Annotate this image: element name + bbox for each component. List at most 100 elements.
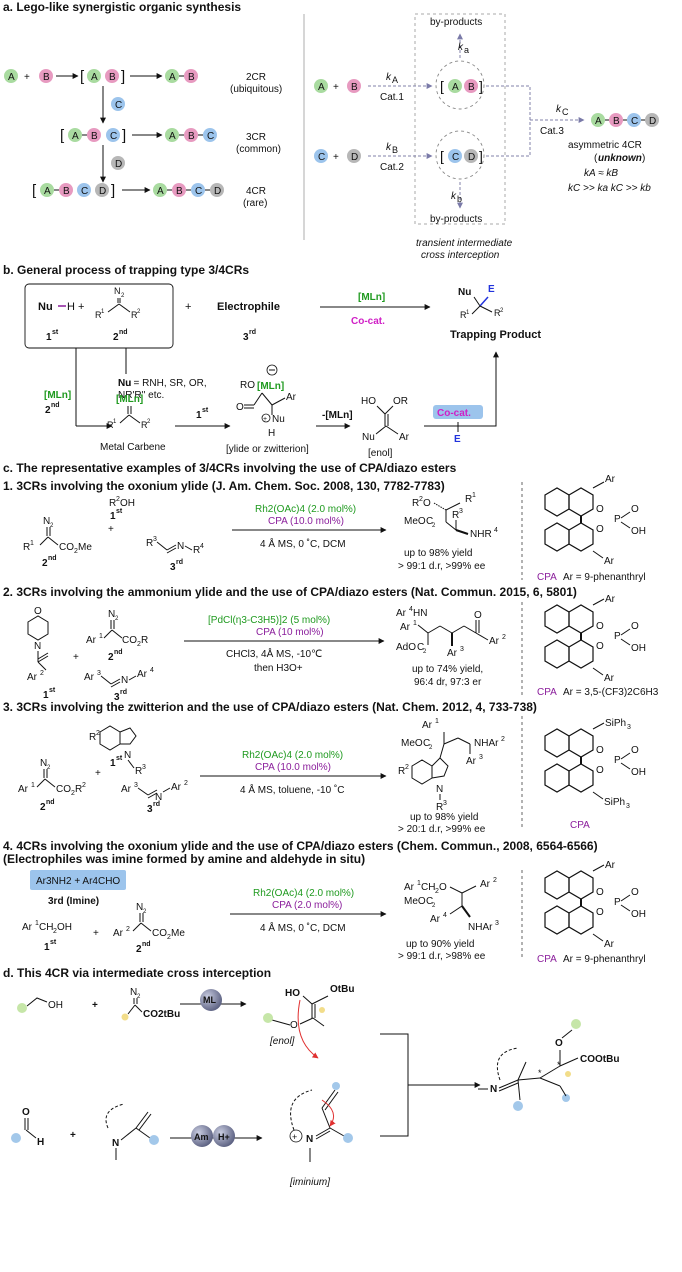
svg-text:R: R (141, 635, 148, 646)
svg-text:O: O (439, 882, 447, 893)
svg-text:A: A (452, 82, 459, 93)
svg-text:D: D (351, 152, 358, 163)
electrophile-label: Electrophile (217, 301, 280, 313)
trapping-product-label: Trapping Product (450, 329, 541, 341)
svg-text:R: R (193, 545, 200, 556)
svg-text:2: 2 (74, 548, 78, 555)
svg-text:O: O (596, 504, 604, 515)
svg-text:O: O (474, 610, 482, 621)
svg-text:O: O (423, 498, 431, 509)
svg-text:C: C (417, 642, 424, 653)
svg-text:N: N (112, 1138, 119, 1149)
ex2-catalyst: [PdCl(η3-C3H5)]2 (5 mol%) (208, 615, 330, 626)
svg-text:C: C (115, 100, 122, 111)
svg-text:3: 3 (114, 692, 120, 703)
ex1-selectivity: > 99:1 d.r, >99% ee (398, 561, 486, 572)
svg-text:+: + (92, 1000, 98, 1011)
bead-a-label: A (8, 72, 15, 83)
ex3-title: 3. 3CRs involving the zwitterion and the… (3, 700, 537, 714)
svg-text:R: R (107, 420, 114, 430)
svg-text:2: 2 (50, 523, 54, 529)
ex4-catalyst: Rh2(OAc)4 (2.0 mol%) (253, 888, 354, 899)
svg-text:[: [ (80, 68, 85, 85)
svg-text:Ar: Ar (113, 928, 124, 939)
svg-text:+: + (70, 1130, 76, 1141)
svg-text:R: R (141, 420, 148, 430)
svg-text:Ar: Ar (604, 939, 615, 950)
label-3cr-sub: (common) (236, 144, 281, 155)
svg-text:P: P (614, 631, 621, 642)
cpa1-ar: Ar = 9-phenanthryl (563, 572, 646, 583)
svg-text:N: N (40, 758, 47, 769)
svg-text:O: O (34, 606, 42, 617)
svg-text:B: B (176, 186, 183, 197)
svg-text:N: N (177, 541, 184, 552)
nu-label: Nu (38, 301, 53, 313)
svg-text:CO: CO (59, 542, 74, 553)
lego-left-panel: A + B [ A B ] A B 2CR (ubiquitous) C [ A… (4, 68, 282, 209)
section-d-title: d. This 4CR via intermediate cross inter… (3, 966, 271, 980)
nu-definition-1: Nu = RNH, SR, OR, (118, 378, 207, 389)
svg-text:A: A (318, 82, 325, 93)
svg-text:st: st (116, 508, 123, 515)
enol-label: [enol] (368, 448, 393, 459)
svg-text:RO: RO (240, 380, 255, 391)
caption-2: cross interception (421, 250, 500, 261)
svg-text:2: 2 (108, 652, 114, 663)
svg-text:O: O (596, 641, 604, 652)
svg-text:nd: nd (114, 649, 123, 656)
svg-text:Nu: Nu (118, 378, 131, 389)
svg-text:B: B (188, 131, 195, 142)
lego-right-panel: by-products by-products [ A B ] k a A A … (314, 13, 659, 261)
svg-text:nd: nd (51, 402, 60, 409)
svg-text:2: 2 (40, 670, 44, 677)
bead-a (4, 69, 18, 83)
asym-4cr-label: asymmetric 4CR (568, 140, 642, 151)
svg-text:A: A (392, 75, 398, 85)
cat3-label: Cat.3 (540, 126, 564, 137)
svg-text:Ar: Ar (604, 556, 615, 567)
hplus-ball-label: H+ (218, 1132, 230, 1142)
ex4-cpa-loading: CPA (2.0 mol%) (272, 900, 342, 911)
svg-text:2: 2 (502, 634, 506, 641)
svg-text:Ar: Ar (84, 672, 95, 683)
ex4-yield: up to 90% yield (406, 939, 474, 950)
svg-text:D: D (468, 152, 475, 163)
svg-text:B: B (63, 186, 70, 197)
svg-text:2: 2 (432, 523, 436, 529)
svg-text:+: + (93, 928, 99, 939)
svg-text:nd: nd (46, 799, 55, 806)
svg-text:3: 3 (626, 803, 630, 810)
svg-text:C: C (426, 516, 433, 527)
svg-text:R: R (460, 310, 467, 320)
svg-text:st: st (116, 755, 123, 762)
ex4-conditions: 4 Å MS, 0 ˚C, DCM (260, 921, 346, 934)
svg-text:1: 1 (413, 620, 417, 627)
svg-text:Ar: Ar (396, 608, 407, 619)
svg-text:Ar: Ar (86, 635, 97, 646)
svg-text:O: O (290, 1020, 298, 1031)
svg-text:D: D (214, 186, 221, 197)
metal-carbene-label: Metal Carbene (100, 442, 166, 453)
svg-text:OH: OH (631, 909, 646, 920)
svg-text:A: A (72, 131, 79, 142)
ex3-selectivity: > 20:1 d.r, >99% ee (398, 824, 486, 835)
svg-text:NHR: NHR (470, 529, 492, 540)
svg-text:HN: HN (413, 608, 427, 619)
iminium-label: [iminium] (289, 1177, 330, 1188)
bead-b (39, 69, 53, 83)
cpa-structure-4: Ar O O P O OH Ar CPA Ar = 9-phenanthryl (537, 860, 646, 965)
svg-text:3: 3 (97, 670, 101, 677)
svg-text:[: [ (60, 127, 65, 144)
svg-text:A: A (169, 72, 176, 83)
svg-text:R: R (452, 510, 459, 521)
svg-text:P: P (614, 755, 621, 766)
ex3-conditions: 4 Å MS, toluene, -10 ˚C (240, 783, 345, 796)
svg-text:2: 2 (137, 641, 141, 648)
svg-text:1: 1 (35, 920, 39, 927)
svg-text:R: R (23, 542, 30, 553)
svg-text:2: 2 (121, 293, 125, 299)
